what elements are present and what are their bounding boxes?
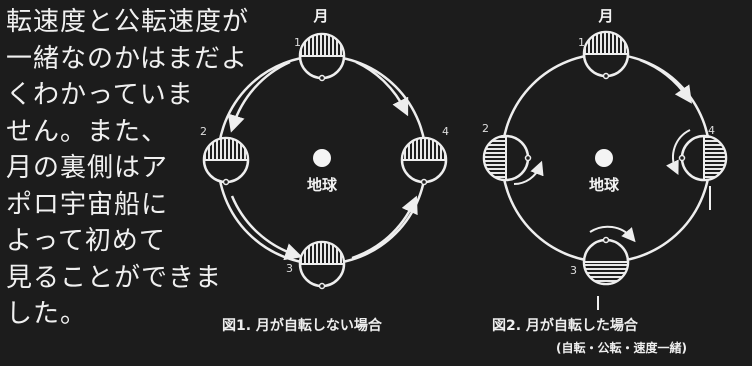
body-text-line: せん。また、 — [6, 116, 169, 147]
earth-label: 地球 — [589, 176, 620, 194]
body-text-line: 月の裏側はア — [6, 153, 169, 183]
position-number: 3 — [570, 264, 577, 277]
orbit-arrow — [230, 195, 303, 261]
figure-2-subcaption: (自転・公転・速度一緒) — [556, 340, 687, 355]
body-text-line: くわかっていま — [6, 80, 194, 110]
orbit-arrow — [355, 60, 409, 117]
moon-icon — [482, 134, 544, 185]
figure-1-caption: 図1. 月が自転しない場合 — [222, 317, 383, 334]
earth-icon — [313, 149, 331, 167]
earth-icon — [595, 149, 613, 167]
position-number: 2 — [200, 125, 207, 138]
moon-icon — [582, 225, 636, 310]
earth-label: 地球 — [307, 176, 338, 194]
moon-icon — [298, 32, 346, 82]
position-number: 2 — [482, 122, 489, 135]
body-text-line: 転速度と公転速度が — [6, 7, 250, 37]
figure-2: 地球 月 — [482, 7, 728, 355]
moon-icon — [202, 136, 250, 186]
position-number: 1 — [294, 36, 301, 49]
body-text-line: 一緒なのかはまだよ — [6, 43, 248, 74]
figure-2-caption: 図2. 月が自転した場合 — [492, 317, 639, 334]
moon-icon — [582, 30, 630, 80]
orbit-arrow — [351, 195, 418, 260]
moon-icon — [400, 136, 448, 186]
body-text-line: した。 — [6, 299, 88, 329]
position-number: 4 — [708, 124, 715, 137]
figure-1: 地球 月 1 2 — [200, 7, 449, 334]
body-text-line: よって初めて — [6, 226, 166, 256]
position-number: 1 — [578, 36, 585, 49]
moon-label: 月 — [312, 7, 328, 25]
moon-label: 月 — [597, 7, 613, 25]
body-text-line: ポロ宇宙船に — [6, 189, 169, 220]
moon-icon — [298, 240, 346, 290]
body-text-line: 見ることができま — [6, 262, 223, 293]
position-number: 4 — [442, 125, 449, 138]
orbit-arrow — [227, 60, 291, 133]
position-number: 3 — [286, 262, 293, 275]
moon-icon — [666, 129, 728, 210]
orbit-arrow — [639, 58, 692, 104]
body-text: 転速度と公転速度が 一緒なのかはまだよ くわかっていま せん。また、 月の裏側は… — [6, 4, 296, 333]
